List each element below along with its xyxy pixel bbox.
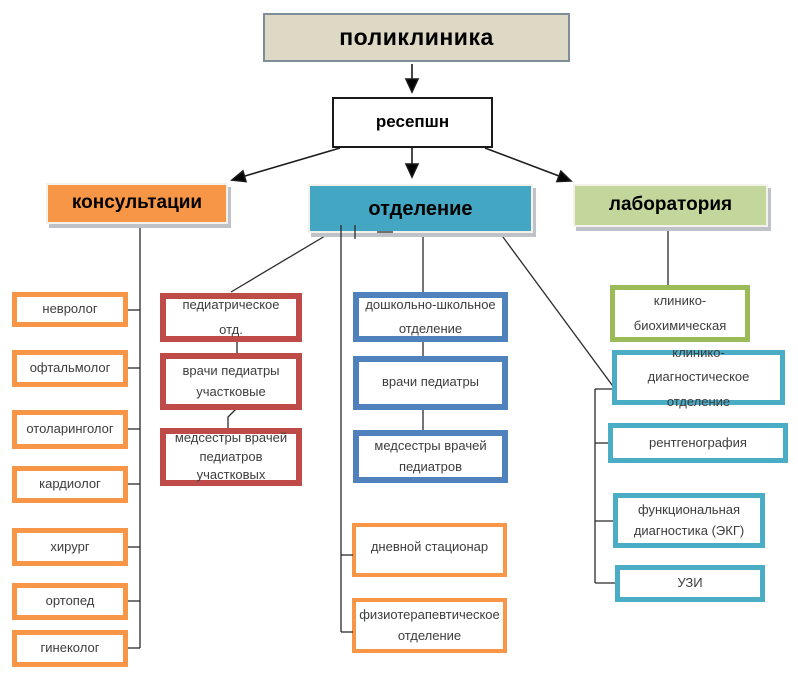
node-clinical-biochemical: клинико-биохимическая [610, 285, 750, 342]
node-pediatricians: врачи педиатры [353, 356, 508, 410]
node-functional-diagnostics-ecg: функциональная диагностика (ЭКГ) [613, 493, 765, 548]
arrowhead-left-icon [230, 169, 248, 183]
node-physiotherapy-department: физиотерапевтическое отделение [352, 598, 507, 653]
arrowhead-right-icon [555, 169, 573, 183]
node-otolaryngologist: отоларинголог [12, 410, 128, 449]
node-gynecologist: гинеколог [12, 630, 128, 667]
node-radiography: рентгенография [608, 423, 788, 463]
arrowhead-down-icon [404, 78, 420, 94]
node-ultrasound: УЗИ [615, 565, 765, 602]
node-neurologist: невролог [12, 292, 128, 327]
node-orthopedist: ортопед [12, 583, 128, 620]
node-pediatric-department: педиатрическое отд. [160, 293, 302, 342]
node-clinical-diagnostic-department: клинико-диагностическое отделение [612, 345, 785, 409]
node-polyclinic: поликлиника [263, 13, 570, 62]
node-day-hospital: дневной стационар [352, 523, 507, 577]
arrowhead-down-icon [404, 163, 420, 179]
node-reception: ресепшн [332, 97, 493, 148]
node-pediatric-nurses: медсестры врачей педиатров [353, 430, 508, 483]
node-surgeon: хирург [12, 528, 128, 566]
node-district-pediatricians: врачи педиатры участковые [160, 353, 302, 410]
node-ophthalmologist: офтальмолог [12, 350, 128, 387]
header-laboratory: лаборатория [573, 184, 768, 227]
node-preschool-school-department: дошкольно-школьное отделение [353, 292, 508, 342]
header-department: отделение [308, 184, 533, 233]
node-district-pediatric-nurses: медсестры врачей педиатров участковых [160, 428, 302, 486]
header-consultations: консультации [46, 183, 228, 224]
node-cardiologist: кардиолог [12, 466, 128, 503]
